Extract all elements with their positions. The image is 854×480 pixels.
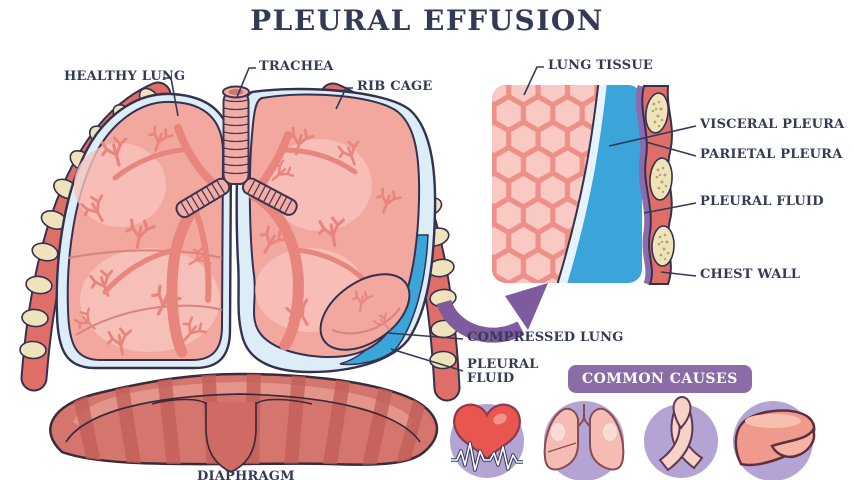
- inset-visceral-pleura: [555, 85, 608, 283]
- label-lung-tissue: LUNG TISSUE: [548, 58, 653, 73]
- label-chest-wall: CHEST WALL: [700, 267, 801, 282]
- diaphragm-illustration: [49, 372, 439, 473]
- inset-parietal-pleura: [635, 85, 653, 286]
- leader-lines: [163, 66, 697, 372]
- common-causes-badge: COMMON CAUSES: [568, 365, 752, 393]
- inset-lung-tissue: [492, 85, 599, 283]
- awareness-ribbon-icon: [658, 395, 704, 472]
- label-diaphragm: DIAPHRAGM: [197, 469, 295, 480]
- label-healthy-lung: HEALTHY LUNG: [64, 69, 186, 84]
- label-visceral-pleura: VISCERAL PLEURA: [700, 117, 845, 132]
- lungs-icon: [543, 404, 625, 471]
- label-parietal-pleura: PARIETAL PLEURA: [700, 147, 843, 162]
- central-tendon: [205, 402, 257, 473]
- liver-icon: [734, 409, 816, 467]
- label-pleural-fluid: PLEURAL FLUID: [467, 357, 539, 386]
- compressed-lung: [235, 87, 437, 374]
- trachea-tube: [222, 85, 250, 185]
- magnify-arrow: [436, 283, 548, 343]
- cause-icons: [450, 395, 816, 480]
- compressed-lobe: [319, 273, 411, 351]
- healthy-lung: [55, 92, 233, 370]
- label-compressed-lung: COMPRESSED LUNG: [467, 330, 624, 345]
- page-title: PLEURAL EFFUSION: [250, 4, 604, 37]
- heart-cardiogram-icon: [451, 403, 523, 472]
- inset-rib-bones: [645, 92, 675, 267]
- label-rib-cage: RIB CAGE: [357, 79, 433, 94]
- pleura-inset: [492, 85, 675, 286]
- label-pleural-fluid-inset: PLEURAL FLUID: [700, 194, 824, 209]
- right-bronchus: [241, 177, 298, 216]
- label-trachea: TRACHEA: [259, 59, 334, 74]
